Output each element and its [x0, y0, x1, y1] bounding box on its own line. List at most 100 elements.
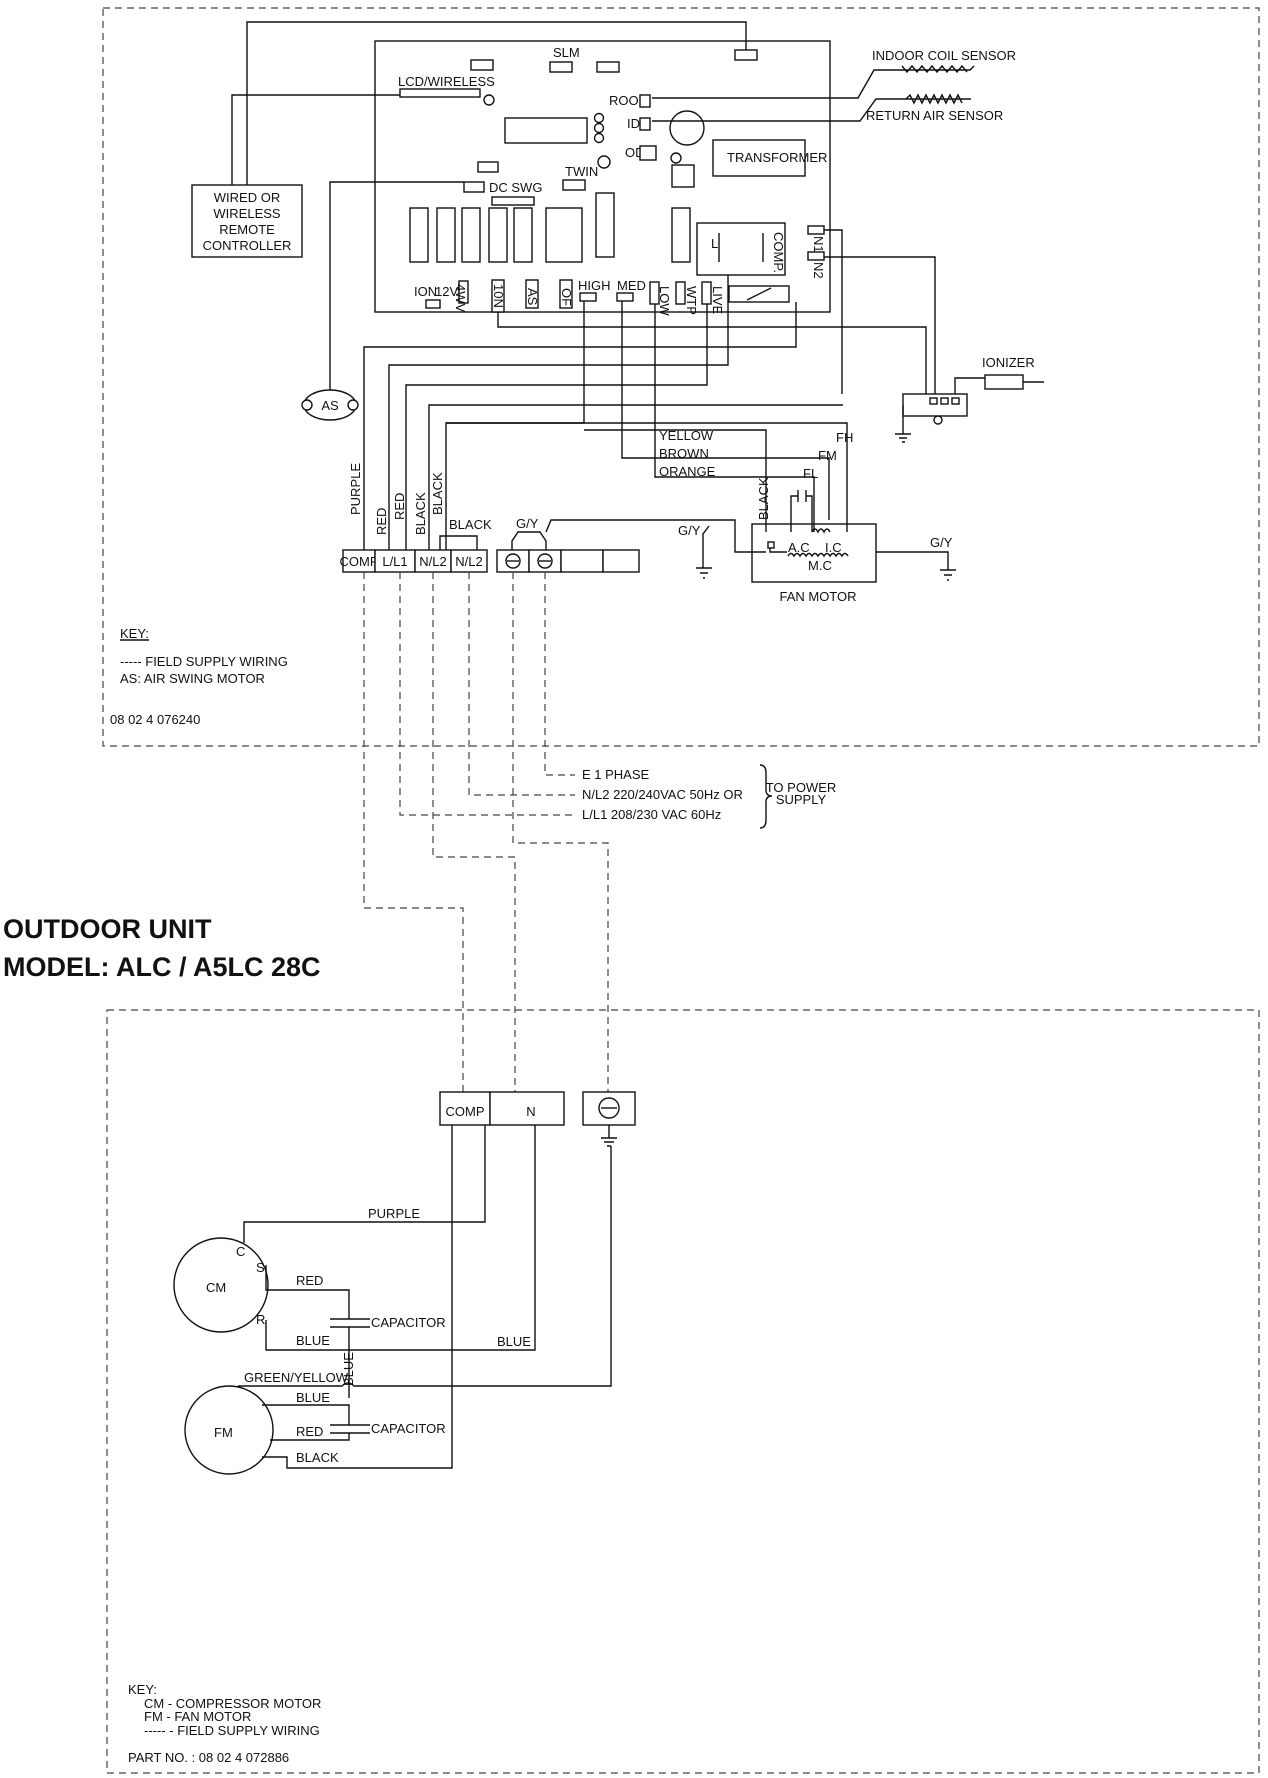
terminal-ion-label: ION	[414, 284, 437, 299]
earth-icon	[598, 1097, 620, 1119]
wire-black-label-1: BLACK	[413, 492, 428, 535]
board-connector	[491, 196, 535, 206]
air-swing-motor-label: AS	[321, 398, 339, 413]
terminal-4wv	[458, 280, 469, 304]
dc-swg-connector	[463, 181, 485, 193]
outdoor-wire-blue-vertical-label: BLUE	[341, 1352, 356, 1386]
outdoor-terminal-n-label: N	[526, 1104, 535, 1119]
outdoor-unit-frame	[106, 1009, 1260, 1774]
outdoor-part-number: PART NO. : 08 02 4 072886	[128, 1750, 289, 1765]
fan-motor-coil	[787, 552, 849, 558]
outdoor-title-line2: MODEL: ALC / A5LC 28C	[3, 952, 321, 982]
outdoor-title-line1: OUTDOOR UNIT	[3, 914, 212, 944]
outdoor-key-fm: FM - FAN MOTOR	[144, 1709, 251, 1724]
fh-label: FH	[836, 430, 853, 445]
fan-motor-ac-label: A.C	[788, 540, 810, 555]
heat-sink	[671, 164, 695, 188]
wire-red-label-1: RED	[374, 508, 389, 535]
wire-red-label-2: RED	[392, 493, 407, 520]
twin-label: TWIN	[565, 164, 598, 179]
fan-motor-ic-label: I.C	[825, 540, 842, 555]
led	[593, 112, 605, 124]
wire-black-jumper-label: BLACK	[449, 517, 492, 532]
terminal-wtp	[675, 281, 686, 305]
led	[593, 122, 605, 134]
board-connector	[477, 161, 499, 173]
ionizer-label: IONIZER	[982, 355, 1035, 370]
outdoor-wire-blue-fm-label: BLUE	[296, 1390, 330, 1405]
to-power-supply-line1: TO POWER	[766, 780, 837, 795]
terminal-spare-1	[560, 549, 604, 573]
led	[593, 132, 605, 144]
relay	[436, 207, 456, 263]
indoor-coil-sensor-label: INDOOR COIL SENSOR	[872, 48, 1016, 63]
indoor-key-air-swing: AS: AIR SWING MOTOR	[120, 671, 265, 686]
outdoor-wire-red-cm-label: RED	[296, 1273, 323, 1288]
id-label: ID	[627, 116, 640, 131]
board-connector	[596, 61, 620, 73]
terminal-as-label: AS	[525, 288, 540, 306]
lcd-wireless-connector	[399, 88, 481, 98]
ion-terminal	[425, 299, 441, 309]
od-connector	[639, 145, 657, 161]
outdoor-terminal-n	[489, 1091, 565, 1126]
capacitor-label-2: CAPACITOR	[371, 1421, 446, 1436]
outdoor-wire-green-yellow-label: GREEN/YELLOW	[244, 1370, 349, 1385]
fan-motor-box	[751, 523, 877, 583]
relay	[513, 207, 533, 263]
return-air-sensor-label: RETURN AIR SENSOR	[866, 108, 1003, 123]
relay-coil	[669, 110, 705, 146]
earth-icon	[505, 553, 521, 569]
outdoor-key-cm: CM - COMPRESSOR MOTOR	[144, 1696, 321, 1711]
wire-gy-label-2: G/Y	[678, 523, 701, 538]
terminal-of	[559, 279, 573, 309]
terminal-12v-label: 12V	[435, 284, 458, 299]
terminal-of-label: OF	[559, 288, 574, 306]
slm-connector	[549, 61, 573, 73]
relay	[671, 207, 691, 263]
terminal-high-label: HIGH	[578, 278, 611, 293]
indoor-key-field-supply: ----- FIELD SUPPLY WIRING	[120, 654, 288, 669]
lcd-wireless-label: LCD/WIRELESS	[398, 74, 495, 89]
relay	[545, 207, 583, 263]
wire-black-motor-label: BLACK	[756, 477, 771, 520]
capacitor-small	[670, 152, 682, 164]
n2-label: N2	[811, 262, 826, 279]
ionizer-unit	[984, 374, 1024, 390]
outdoor-terminal-comp-label: COMP	[446, 1104, 485, 1119]
microcontroller-chip	[504, 117, 588, 144]
terminal-comp-label: COMP	[340, 554, 379, 569]
control-board	[374, 40, 831, 313]
compressor-c-label: C	[236, 1244, 245, 1259]
led	[483, 94, 495, 106]
fl-label: FL	[803, 466, 818, 481]
remote-controller-line4: CONTROLLER	[203, 238, 292, 253]
room-sensor-connector	[639, 94, 651, 108]
supply-n-line: N/L2 220/240VAC 50Hz OR	[582, 787, 743, 802]
outdoor-fan-motor-label: FM	[214, 1425, 233, 1440]
transformer-label: TRANSFORMER	[727, 150, 827, 165]
wire-gy-label-3: G/Y	[930, 535, 953, 550]
wire-yellow-label: YELLOW	[659, 428, 714, 443]
supply-brace	[759, 764, 773, 829]
slm-label: SLM	[553, 45, 580, 60]
terminal-live	[701, 281, 712, 305]
to-power-supply-line2: SUPPLY	[776, 792, 827, 807]
terminal-med	[616, 292, 634, 302]
outdoor-wire-red-fm-label: RED	[296, 1424, 323, 1439]
relay	[409, 207, 429, 263]
outdoor-key-field: ----- - FIELD SUPPLY WIRING	[144, 1723, 320, 1738]
wire-orange-label: ORANGE	[659, 464, 716, 479]
indoor-unit-frame	[102, 7, 1260, 747]
buzzer	[597, 155, 611, 169]
transformer-box	[712, 139, 806, 177]
outdoor-key-title: KEY:	[128, 1682, 157, 1697]
ionizer-module	[902, 393, 968, 417]
terminal-spare-2	[602, 549, 640, 573]
earth-icon	[537, 553, 553, 569]
terminal-live-label: LIVE	[710, 286, 725, 315]
outdoor-wire-black-fm-label: BLACK	[296, 1450, 339, 1465]
outdoor-fan-motor	[184, 1385, 274, 1475]
indoor-coil-sensor	[900, 64, 975, 74]
twin-connector	[562, 179, 586, 191]
